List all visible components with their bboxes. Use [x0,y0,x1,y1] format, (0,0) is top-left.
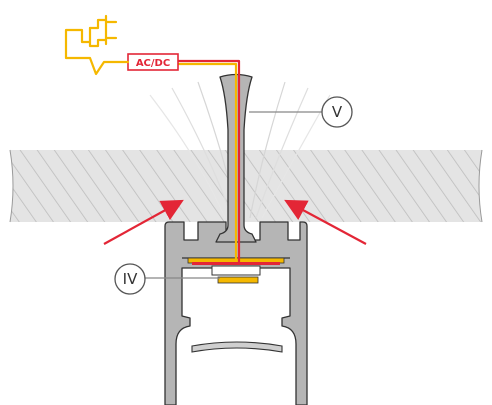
arrow-icon [103,199,367,245]
callout-iv-label: IV [123,270,138,288]
power-wires [178,59,241,262]
callout-module: IV [114,263,220,295]
callout-clip: V [249,96,353,128]
acdc-label: AC/DC [136,58,170,69]
power-plug-icon [64,14,130,76]
ceiling-slab [9,149,483,223]
acdc-driver: AC/DC [127,53,179,71]
callout-v-label: V [332,103,343,121]
